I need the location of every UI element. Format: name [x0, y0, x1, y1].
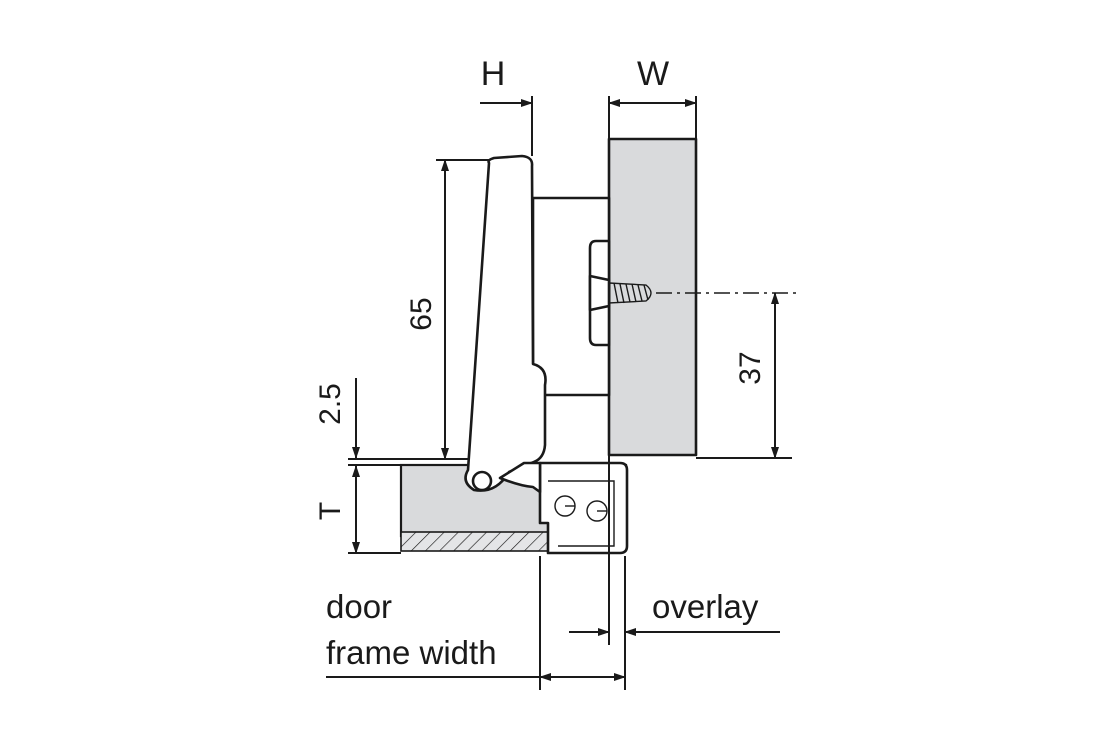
- label-2-5: 2.5: [314, 383, 347, 425]
- aluminium-frame-profile: [538, 461, 629, 555]
- hinge-linkage: [498, 461, 542, 494]
- label-w: W: [637, 55, 669, 93]
- label-t: T: [314, 502, 347, 520]
- label-65: 65: [405, 297, 438, 330]
- label-door: door: [326, 588, 392, 625]
- label-h: H: [481, 55, 506, 93]
- screw: [588, 274, 652, 312]
- door-glass-hatch: [400, 531, 549, 552]
- hinge-pivot: [471, 470, 493, 492]
- cabinet-side-panel: [607, 137, 698, 457]
- label-frame-width: frame width: [326, 634, 497, 671]
- label-37: 37: [734, 351, 767, 384]
- label-overlay: overlay: [652, 588, 759, 625]
- hinge-arm: [464, 154, 547, 492]
